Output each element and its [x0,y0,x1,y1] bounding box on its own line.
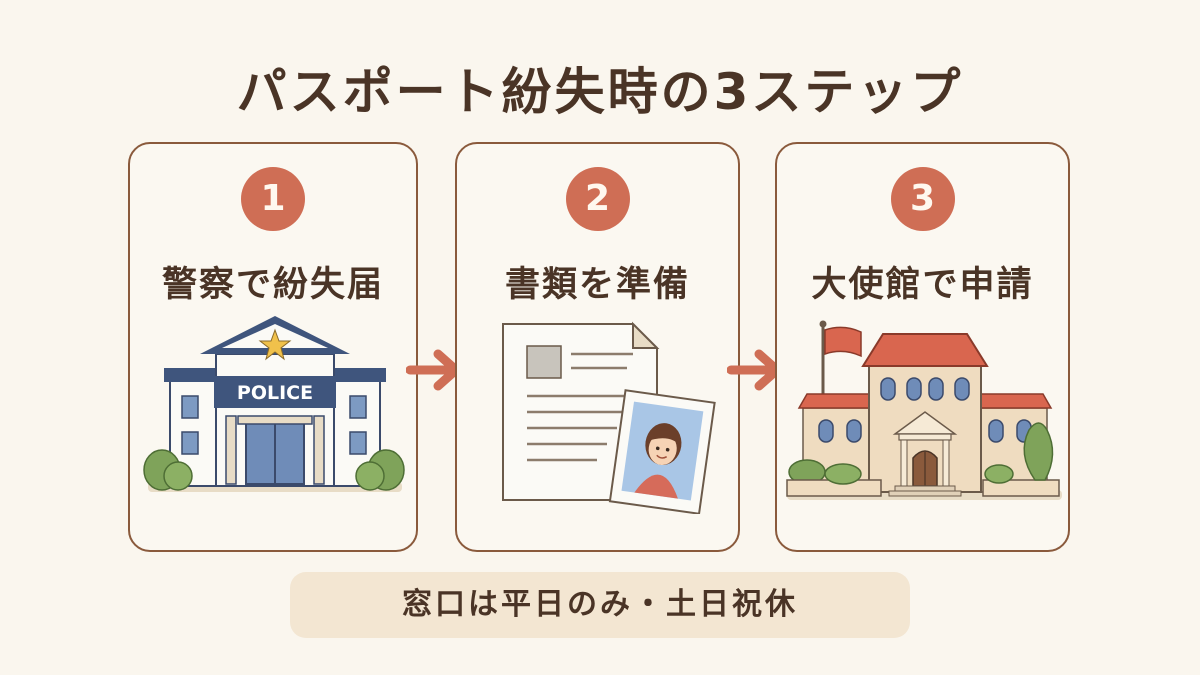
notice-banner: 窓口は平日のみ・土日祝休 [290,572,910,638]
step-card-1: 1 警察で紛失届 POLICE [128,142,418,552]
police-sign-text: POLICE [237,382,313,404]
step-label: 大使館で申請 [811,265,1034,305]
step-number-badge: 2 [565,167,630,231]
step-number-badge: 1 [241,167,305,231]
documents-icon [502,321,716,514]
step-card-2: 2 書類を準備 [455,142,740,552]
page-title: パスポート紛失時の3ステップ [236,63,964,121]
embassy-icon [786,320,1062,500]
police-station-icon: POLICE [143,316,405,492]
step-label: 書類を準備 [504,265,690,305]
step-card-3: 3 大使館で申請 [775,142,1070,552]
step-label: 警察で紛失届 [161,265,384,305]
step-number-badge: 3 [890,167,955,231]
